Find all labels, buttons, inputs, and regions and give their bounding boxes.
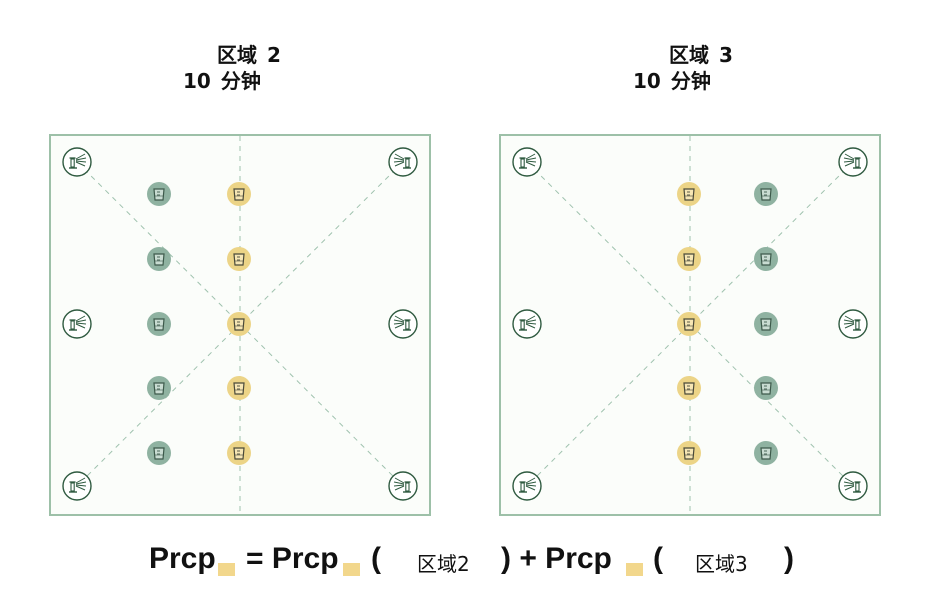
rain-gauge-cup-icon [753, 246, 779, 272]
formula-close-paren-2: ) [784, 542, 794, 575]
zone-2-label: 区域 2 10 分钟 [183, 42, 281, 94]
rain-gauge-cup-icon [676, 375, 702, 401]
zone-3-title: 区域 [669, 43, 709, 67]
rain-gauge-cup-icon [753, 311, 779, 337]
zone-2-duration-unit: 分钟 [220, 69, 261, 93]
sprinkler-icon [388, 471, 418, 501]
formula-zone-ref-3: 区域3 [695, 552, 748, 576]
rain-gauge-cup-icon [676, 246, 702, 272]
formula-swatch-lhs [218, 563, 235, 576]
sprinkler-icon [838, 147, 868, 177]
sprinkler-icon [838, 309, 868, 339]
zone-3-duration-unit: 分钟 [670, 69, 711, 93]
sprinkler-icon [62, 309, 92, 339]
formula-equals: = Prcp [246, 542, 339, 575]
sprinkler-icon [388, 147, 418, 177]
precipitation-formula: Prcp = Prcp ( 区域2 ) + Prcp ( 区域3 ) [0, 538, 930, 582]
sprinkler-icon [512, 309, 542, 339]
rain-gauge-cup-icon [676, 440, 702, 466]
rain-gauge-cup-icon [676, 181, 702, 207]
rain-gauge-cup-icon [146, 440, 172, 466]
sprinkler-icon [62, 471, 92, 501]
formula-swatch-2 [626, 563, 643, 576]
rain-gauge-cup-icon [226, 246, 252, 272]
rain-gauge-cup-icon [226, 440, 252, 466]
zone-3-number: 3 [719, 43, 733, 67]
rain-gauge-cup-icon [226, 375, 252, 401]
zone-2-duration-value: 10 [183, 69, 211, 93]
rain-gauge-cup-icon [146, 181, 172, 207]
zone-2-panel [49, 134, 431, 516]
formula-open-paren-2: ( [653, 542, 663, 575]
rain-gauge-cup-icon [676, 311, 702, 337]
rain-gauge-cup-icon [753, 375, 779, 401]
zone-3-label: 区域 3 10 分钟 [633, 42, 733, 94]
rain-gauge-cup-icon [146, 311, 172, 337]
rain-gauge-cup-icon [226, 181, 252, 207]
formula-close-plus: ) + Prcp [501, 542, 612, 575]
zone-3-duration-value: 10 [633, 69, 661, 93]
sprinkler-icon [512, 147, 542, 177]
rain-gauge-cup-icon [146, 375, 172, 401]
formula-zone-ref-2: 区域2 [417, 552, 470, 576]
formula-open-paren-1: ( [371, 542, 381, 575]
zone-2-number: 2 [267, 43, 281, 67]
rain-gauge-cup-icon [226, 311, 252, 337]
rain-gauge-cup-icon [753, 440, 779, 466]
zone-2-title: 区域 [217, 43, 257, 67]
zone-3-panel [499, 134, 881, 516]
sprinkler-icon [388, 309, 418, 339]
formula-swatch-1 [343, 563, 360, 576]
sprinkler-icon [838, 471, 868, 501]
formula-lhs: Prcp [149, 542, 216, 575]
rain-gauge-cup-icon [146, 246, 172, 272]
sprinkler-icon [512, 471, 542, 501]
rain-gauge-cup-icon [753, 181, 779, 207]
sprinkler-icon [62, 147, 92, 177]
